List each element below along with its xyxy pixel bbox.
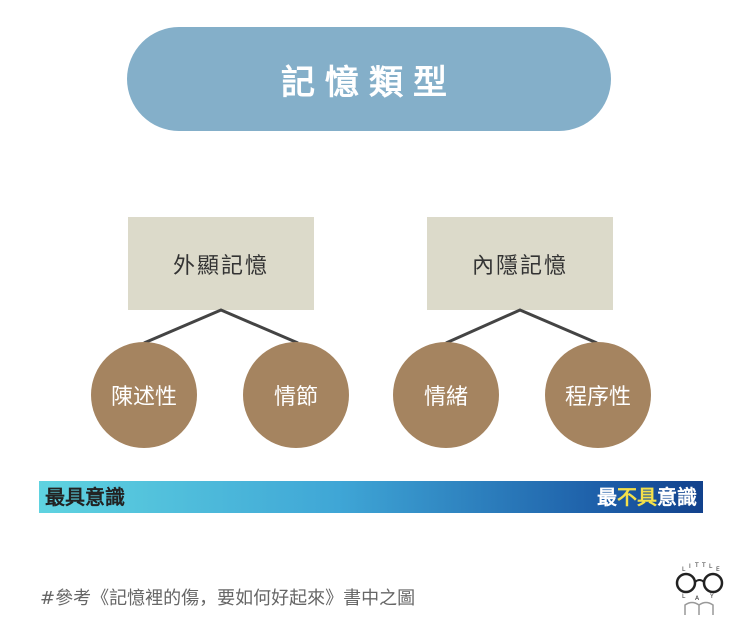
logo-m-shape xyxy=(684,601,714,615)
consciousness-scale-bar: 最具意識 最不具意識 xyxy=(39,481,703,513)
node-emotional: 情緒 xyxy=(393,342,499,448)
svg-text:Y: Y xyxy=(709,593,714,600)
svg-text:A: A xyxy=(695,595,700,602)
svg-text:L: L xyxy=(682,566,686,573)
svg-text:T: T xyxy=(701,562,706,569)
connector-implicit xyxy=(445,308,598,345)
scale-right-prefix: 最 xyxy=(597,485,617,509)
node-procedural: 程序性 xyxy=(545,342,651,448)
svg-text:T: T xyxy=(694,562,699,569)
node-episodic: 情節 xyxy=(243,342,349,448)
category-explicit-memory: 外顯記憶 xyxy=(128,217,314,310)
scale-right-suffix: 意識 xyxy=(657,485,697,509)
scale-left-label: 最具意識 xyxy=(45,485,125,509)
svg-text:E: E xyxy=(716,566,720,573)
logo-bridge xyxy=(694,579,705,583)
svg-text:L: L xyxy=(709,563,713,570)
scale-right-highlight: 不具 xyxy=(617,485,657,509)
svg-text:L: L xyxy=(682,593,686,600)
diagram-title: 記憶類型 xyxy=(127,27,611,131)
svg-text:I: I xyxy=(689,563,691,570)
source-caption: #參考《記憶裡的傷，要如何好起來》書中之圖 xyxy=(40,588,416,609)
logo-right-lens xyxy=(702,572,724,594)
scale-right-label: 最不具意識 xyxy=(597,481,697,513)
logo-left-lens xyxy=(675,572,697,594)
node-declarative: 陳述性 xyxy=(91,342,197,448)
little-lay-logo: L I T T L E L A Y xyxy=(675,562,724,615)
category-implicit-memory: 內隱記憶 xyxy=(427,217,613,310)
connector-explicit xyxy=(143,308,299,345)
